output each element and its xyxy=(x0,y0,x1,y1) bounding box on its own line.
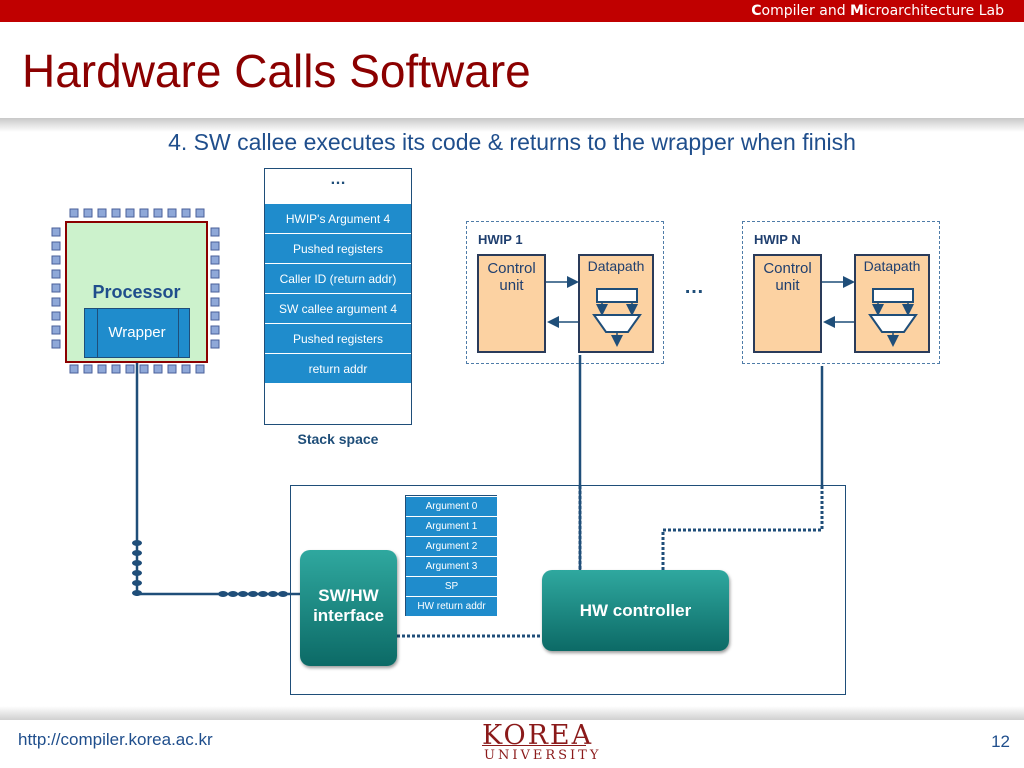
sw-hw-label-line2: interface xyxy=(313,606,384,625)
processor-label: Processor xyxy=(92,282,181,302)
hwip-n-box xyxy=(742,221,940,364)
arg-register-3: Argument 3 xyxy=(406,556,497,576)
korea-university-logo-sub: UNIVERSITY xyxy=(484,748,602,763)
hwip-n-datapath: Datapath xyxy=(854,254,930,353)
hw-interface-area xyxy=(290,485,846,695)
arg-register-sp: SP xyxy=(406,576,497,596)
footer-divider xyxy=(0,706,1024,720)
slide-title: Hardware Calls Software xyxy=(22,45,531,97)
sw-hw-interface: SW/HW interface xyxy=(300,550,397,666)
wrapper-box: Wrapper xyxy=(84,308,190,358)
korea-university-logo: KOREA xyxy=(482,720,594,751)
arg-register-2: Argument 2 xyxy=(406,536,497,556)
arg-register-0: Argument 0 xyxy=(406,496,497,516)
arg-register-hw-return: HW return addr xyxy=(406,596,497,616)
sw-hw-label-line1: SW/HW xyxy=(318,586,379,605)
title-divider xyxy=(0,118,1024,132)
stack-cell-pushed-registers-2: Pushed registers xyxy=(265,323,411,353)
hw-controller: HW controller xyxy=(542,570,729,651)
stack-caption: Stack space xyxy=(297,431,379,447)
argument-registers: Argument 0 Argument 1 Argument 2 Argumen… xyxy=(405,495,497,616)
hwip-n-control-unit: Control unit xyxy=(753,254,822,353)
page-number: 12 xyxy=(991,732,1010,751)
stack-cell-sw-callee-arg4: SW callee argument 4 xyxy=(265,293,411,323)
hwip-ellipsis: … xyxy=(684,276,704,298)
logo-rule xyxy=(482,745,586,746)
hwip-1-control-unit: Control unit xyxy=(477,254,546,353)
hwip-1-box xyxy=(466,221,664,364)
stack-cell-hwip-arg4: HWIP's Argument 4 xyxy=(265,203,411,233)
stack-cell-caller-id: Caller ID (return addr) xyxy=(265,263,411,293)
hwip-n-title: HWIP N xyxy=(754,232,801,247)
stack-cell-pushed-registers: Pushed registers xyxy=(265,233,411,263)
footer-url[interactable]: http://compiler.korea.ac.kr xyxy=(18,730,213,749)
stack-space: … HWIP's Argument 4 Pushed registers Cal… xyxy=(264,168,412,425)
hwip-1-title: HWIP 1 xyxy=(478,232,523,247)
slide-subtitle: 4. SW callee executes its code & returns… xyxy=(168,129,856,155)
wrapper-label: Wrapper xyxy=(108,324,166,341)
stack-top-ellipsis: … xyxy=(330,171,346,188)
arg-register-1: Argument 1 xyxy=(406,516,497,536)
header-bar xyxy=(0,0,1024,22)
lab-name: Compiler and Microarchitecture Lab xyxy=(751,3,1004,19)
stack-cell-return-addr: return addr xyxy=(265,353,411,383)
